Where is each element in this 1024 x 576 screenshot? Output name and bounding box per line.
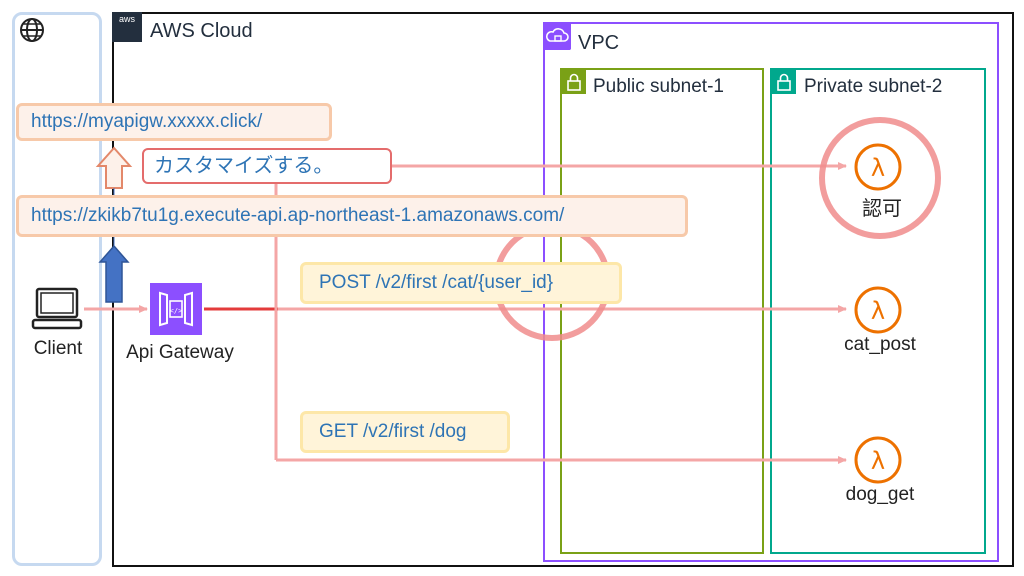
globe-icon: [20, 18, 44, 42]
aws-cloud-label: AWS Cloud: [150, 20, 253, 42]
private-subnet-group: [770, 68, 986, 554]
lambda-icon: λ: [854, 143, 902, 191]
vpc-label: VPC: [578, 32, 620, 54]
get-route-label: GET /v2/first /dog: [300, 411, 510, 453]
lock-icon: [562, 70, 586, 94]
public-subnet-label: Public subnet-1: [593, 76, 724, 97]
aws-logo-icon: aws: [112, 12, 142, 42]
lambda-icon: λ: [854, 286, 902, 334]
private-subnet-label: Private subnet-2: [804, 76, 943, 97]
svg-text:</>: </>: [170, 307, 183, 315]
lock-icon: [772, 70, 796, 94]
client-laptop-icon: [31, 287, 83, 330]
internet-zone: [12, 12, 102, 566]
execute-api-url: https://zkikb7tu1g.execute-api.ap-northe…: [16, 195, 688, 237]
lambda-icon: λ: [854, 436, 902, 484]
custom-domain-url: https://myapigw.xxxxx.click/: [16, 103, 332, 141]
authorizer-highlight-circle: [819, 117, 941, 239]
peach-up-arrow: [95, 146, 133, 189]
authorizer-label: 認可: [862, 198, 902, 220]
blue-up-arrow: [98, 244, 130, 303]
post-route-label: POST /v2/first /cat/{user_id}: [300, 262, 622, 304]
client-label: Client: [33, 338, 83, 359]
api-gateway-label: Api Gateway: [126, 342, 234, 363]
svg-text:λ: λ: [871, 154, 885, 182]
svg-text:λ: λ: [871, 447, 885, 475]
customize-callout: カスタマイズする。: [142, 148, 392, 184]
cat-post-label: cat_post: [844, 334, 916, 355]
public-subnet-group: [560, 68, 764, 554]
api-gateway-icon: </>: [150, 283, 202, 335]
svg-text:λ: λ: [871, 297, 885, 325]
vpc-cloud-icon: [543, 22, 571, 50]
dog-get-label: dog_get: [845, 484, 915, 505]
